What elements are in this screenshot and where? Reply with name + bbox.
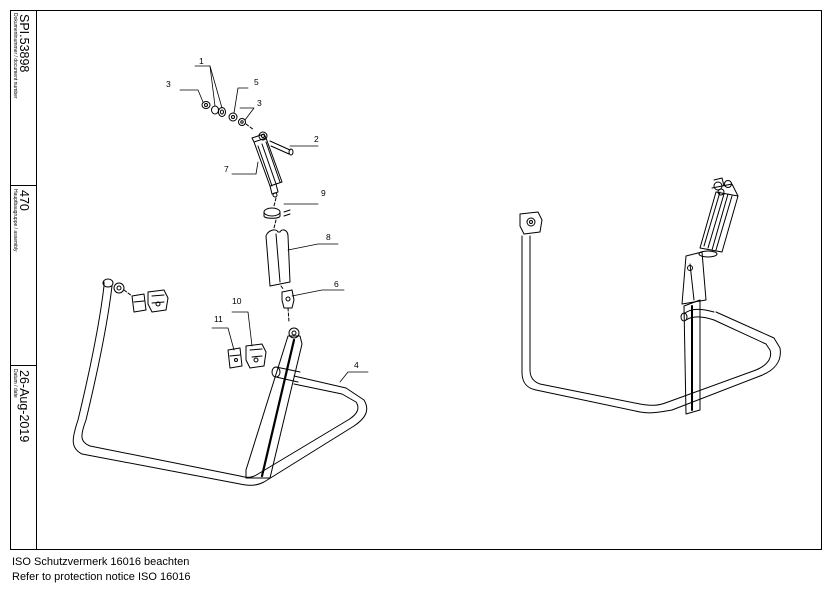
callout-11: 11 [214, 314, 223, 324]
title-block-date-cell: Datum / date 26-Aug-2019 [10, 366, 36, 550]
protection-notice-de: ISO Schutzvermerk 16016 beachten [12, 556, 190, 568]
title-block-document-cell: Dokumentnummer / document number SPI.538… [10, 10, 36, 186]
assembled-view [519, 177, 781, 415]
tube-clamp-pair [123, 289, 169, 313]
document-number: SPI.53898 [17, 14, 31, 73]
fitting-part-6 [281, 289, 295, 323]
callout-4: 4 [354, 360, 359, 370]
callout-7: 7 [224, 164, 229, 174]
date: 26-Aug-2019 [17, 370, 31, 443]
upright-arm [245, 327, 303, 479]
cross-tube [271, 366, 301, 383]
title-block: Dokumentnummer / document number SPI.538… [10, 10, 36, 550]
cover-sleeve-part-8 [265, 229, 291, 291]
washer-part-1-a [211, 105, 219, 115]
callout-8: 8 [326, 232, 331, 242]
clamp-part-10 [245, 343, 267, 369]
washer-part-1-b [218, 107, 226, 117]
title-block-divider [36, 10, 37, 550]
nut-part-9 [263, 197, 291, 229]
leader-lines [179, 65, 369, 383]
pin-part-2 [269, 140, 294, 156]
callout-1: 1 [199, 56, 204, 66]
callout-10: 10 [232, 296, 242, 306]
protection-notice-en: Refer to protection notice ISO 16016 [12, 571, 191, 583]
document-number-label: Dokumentnummer / document number [12, 13, 18, 99]
callout-6: 6 [334, 279, 339, 289]
callout-5: 5 [254, 77, 259, 87]
callout-3-right: 3 [257, 98, 262, 108]
drawing-frame [10, 10, 822, 550]
frame-tube-part-4 [72, 278, 368, 486]
date-label: Datum / date [12, 369, 18, 398]
cylinder-part-7 [251, 131, 283, 198]
title-block-assembly-cell: Hauptbaugruppe / assembly 470 [10, 186, 36, 366]
assembled-clamp [519, 211, 543, 235]
hardware-parts [201, 101, 255, 131]
exploded-assembly: 1 3 5 3 2 7 9 8 6 10 11 4 [72, 56, 369, 486]
callout-3-left: 3 [166, 79, 171, 89]
assembly-number: 470 [17, 190, 31, 211]
end-cap [113, 282, 125, 294]
tube-end [102, 278, 114, 288]
callout-2: 2 [314, 134, 319, 144]
callout-9: 9 [321, 188, 326, 198]
assembly-label: Hauptbaugruppe / assembly [12, 189, 18, 252]
nut-part-3-left [201, 101, 211, 109]
clamp-part-11 [227, 347, 243, 369]
washer-part-5 [228, 112, 238, 122]
nut-part-3-right [238, 118, 246, 126]
